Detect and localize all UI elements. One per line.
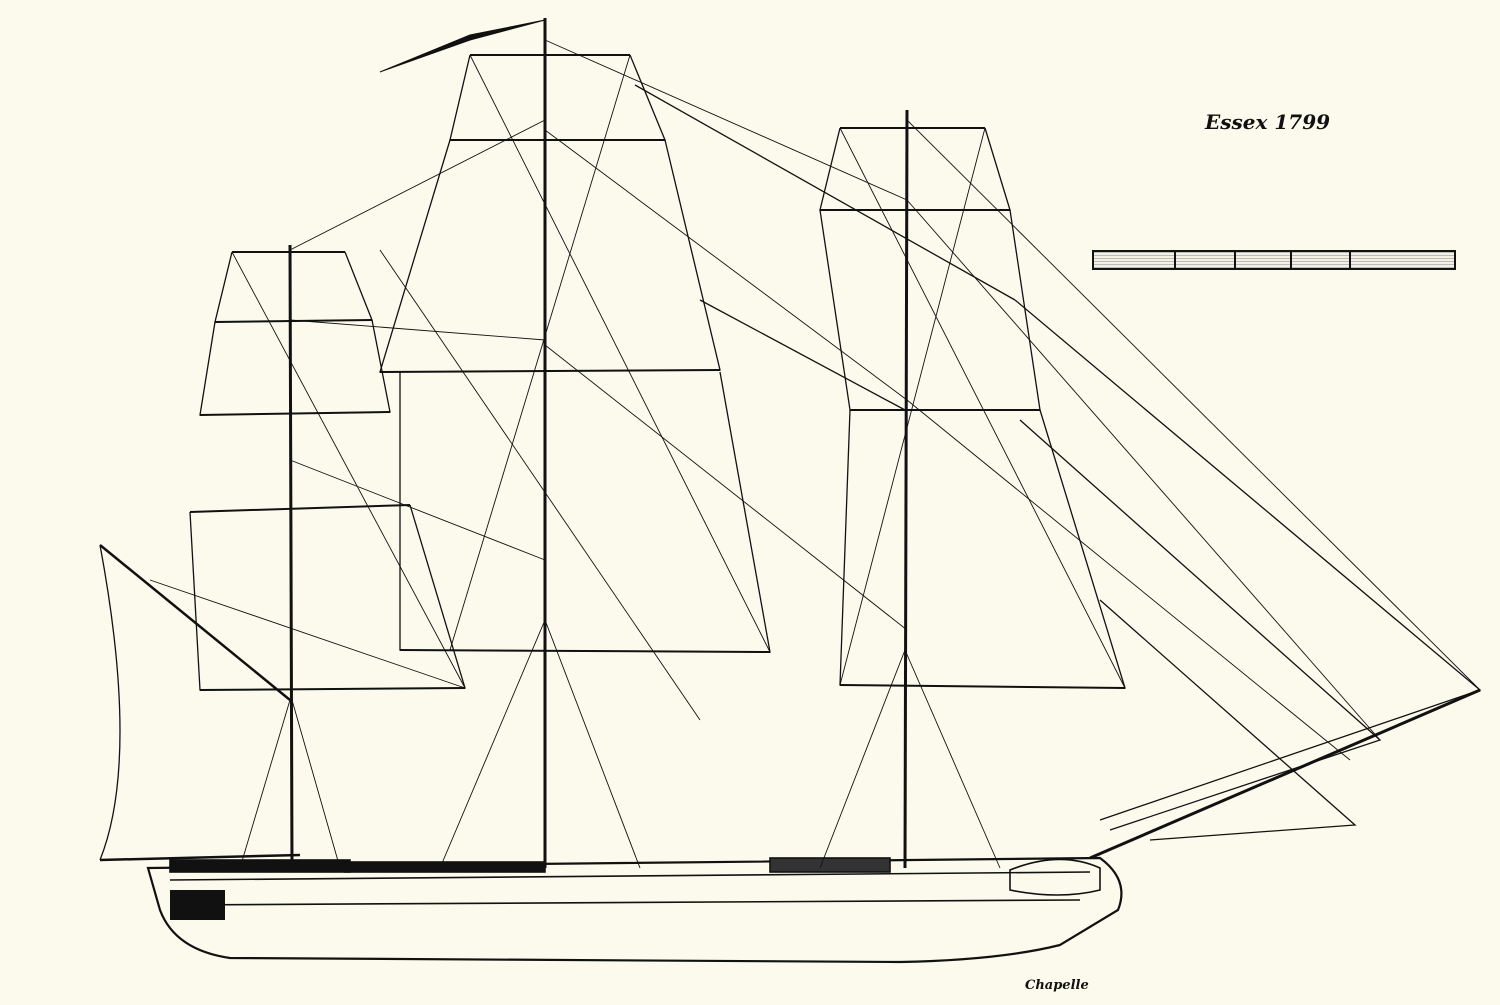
bowsprit (1089, 688, 1481, 860)
yards (189, 54, 1126, 691)
sails (99, 54, 1482, 861)
drawing-title: Essex 1799 (1205, 110, 1331, 134)
rigging (149, 39, 1481, 869)
scale-bar (1092, 250, 1456, 270)
hull (146, 856, 1123, 964)
masts (288, 18, 909, 869)
artist-signature: Chapelle (1025, 978, 1089, 993)
pennant (379, 19, 546, 73)
